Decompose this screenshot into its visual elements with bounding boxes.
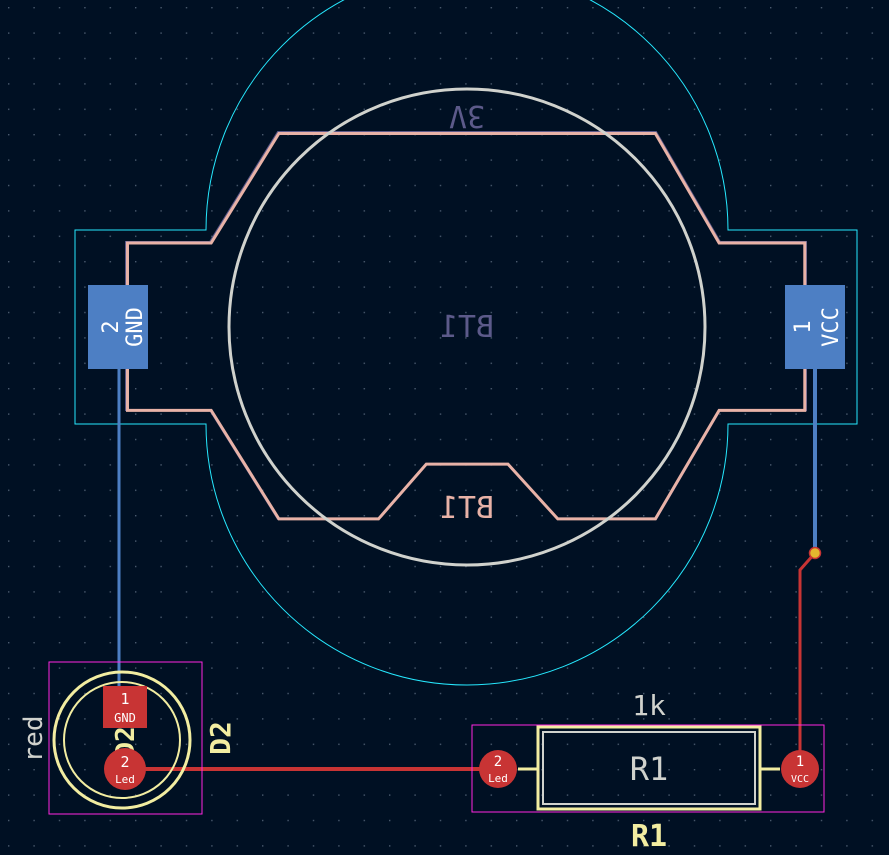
d2-pad-1-body[interactable]: [103, 686, 147, 728]
bt1-pad-2-net: GND: [123, 307, 148, 347]
d2-pad-2-body[interactable]: [104, 748, 146, 790]
r1-pad-2-number: 2: [494, 754, 502, 770]
footprint-r1[interactable]: R1 1k R1 2 Led 1 VCC: [471, 689, 825, 854]
d2-pad-1-net: GND: [114, 711, 136, 725]
r1-pad-1-body[interactable]: [781, 750, 819, 788]
r1-ref-fab-label: R1: [630, 750, 669, 788]
r1-fab-body: [542, 731, 756, 805]
d2-value-label: red: [19, 716, 49, 763]
bt1-pad-2[interactable]: 2 GND: [88, 285, 148, 369]
track-vcc-front[interactable]: [798, 552, 817, 769]
bt1-pad-2-body[interactable]: [88, 285, 148, 369]
d2-pad-1-number: 1: [120, 690, 129, 708]
bt1-ref-fab-label: BT1: [440, 310, 494, 345]
d2-pad-2-net: Led: [115, 773, 135, 786]
bt1-silk-outline: [126, 131, 807, 521]
r1-ref-silk-label: R1: [631, 819, 667, 854]
footprint-bt1[interactable]: 3V BT1 BT1 2 GND 1 VCC: [74, 0, 858, 686]
bt1-value-label: 3V: [449, 98, 485, 133]
r1-pad-2[interactable]: 2 Led: [479, 750, 517, 788]
d2-silk-inner-circle: [63, 681, 181, 799]
bt1-ref-silk-label: BT1: [440, 491, 494, 526]
bt1-pad-1-body[interactable]: [785, 285, 845, 369]
r1-value-label: 1k: [632, 689, 666, 722]
footprint-d2[interactable]: 1 GND D2 2 Led red D2: [19, 661, 237, 815]
d2-silk-outer-circle: [52, 670, 192, 810]
bt1-pad-1-number: 1: [791, 320, 816, 333]
r1-pad-2-net: Led: [488, 772, 508, 785]
bt1-pad-1[interactable]: 1 VCC: [785, 285, 845, 369]
r1-pad-1-net: VCC: [791, 774, 809, 785]
r1-pad-2-body[interactable]: [479, 750, 517, 788]
d2-ref-label: D2: [204, 721, 237, 755]
d2-pad-1[interactable]: 1 GND: [103, 686, 147, 728]
bt1-battery-circle: [227, 87, 707, 567]
bt1-pad-1-net: VCC: [819, 307, 844, 347]
via[interactable]: [808, 546, 822, 560]
bt1-pad-2-number: 2: [99, 320, 124, 333]
r1-pad-1-number: 1: [796, 754, 804, 770]
bt1-courtyard: [74, 0, 858, 686]
tracks[interactable]: [117, 369, 822, 771]
d2-courtyard: [48, 661, 203, 815]
r1-pad-1[interactable]: 1 VCC: [781, 750, 819, 788]
r1-courtyard: [471, 724, 825, 813]
d2-pad-2-number: 2: [120, 753, 129, 771]
d2-pad-2[interactable]: 2 Led: [104, 748, 146, 790]
